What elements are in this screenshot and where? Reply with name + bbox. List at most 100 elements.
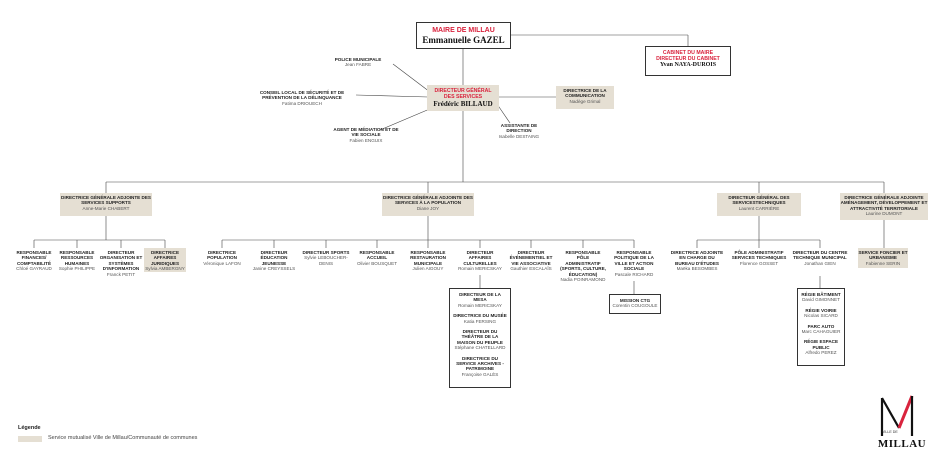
pop-politique-ville: RESPONSABLE POLITIQUE DE LA VILLE ET ACT… [610, 250, 658, 277]
person-name: Anne-Marie CHABERT [82, 205, 130, 211]
logo-small-text: VILLE DE [882, 430, 898, 434]
maire-box: MAIRE DE MILLAU Emmanuelle GAZEL [416, 22, 511, 49]
person-name: Corentin COUGOULE [612, 303, 658, 309]
role-title: DIRECTRICE DU SERVICE ARCHIVES - PATRIMO… [456, 355, 504, 372]
dgs-title: DIRECTEUR GÉNÉRAL DES SERVICES [434, 88, 492, 100]
person-name: Véronique LAFON [203, 260, 241, 266]
person-name: Sylvia AMBERGNY [145, 266, 185, 272]
role-title: RÉGIE ESPACE PUBLIC [803, 339, 839, 350]
pop-pole-admin: RESPONSABLE PÔLE ADMINISTRATIF (SPORTS, … [559, 250, 607, 282]
maire-title: MAIRE DE MILLAU [432, 27, 495, 34]
dga-amenagement: DIRECTRICE GÉNÉRALE ADJOINTE AMÉNAGEMENT… [840, 193, 928, 220]
person-name: Alfredo PEREZ [805, 350, 837, 356]
dgs-name: Frédéric BILLAUD [433, 100, 493, 108]
person-name: Stéphane CHATELLARD [454, 345, 506, 351]
maire-name: Emmanuelle GAZEL [422, 35, 505, 45]
person-name: Romain MERICSKAY [458, 266, 502, 272]
role-title: DIRECTRICE GÉNÉRALE ADJOINTE DES SERVICE… [383, 195, 473, 206]
directrice-communication: DIRECTRICE DE LA COMMUNICATION Nadège Gr… [556, 86, 614, 109]
person-name: Gauthier ESCALAÏS [510, 266, 552, 272]
role-title: DIRECTEUR DU CENTRE TECHNIQUE MUNICIPAL [792, 250, 848, 261]
person-name: Françoise GALÈS [461, 371, 499, 377]
person-name: Olivier BOUSQUET [356, 260, 398, 266]
role-title: MISSION CTG [619, 298, 651, 303]
sub-theatre: DIRECTEUR DU THÉÂTRE DE LA MAISON DU PEU… [452, 329, 508, 351]
person-name: Isabelle DESTAING [498, 133, 540, 139]
role-title: RESPONSABLE ACCUEIL [359, 250, 395, 261]
role-title: SERVICE FONCIER ET URBANISME [858, 250, 908, 261]
role-title: RESPONSABLE RESTAURATION MUNICIPALE [410, 250, 446, 266]
logo-text: MILLAU [877, 438, 927, 450]
dgs-box: DIRECTEUR GÉNÉRAL DES SERVICES Frédéric … [427, 85, 499, 111]
person-name: Maëka BESOMBES [676, 266, 718, 272]
millau-logo-icon [880, 395, 914, 436]
person-name: Fatima DRIOUECH [282, 100, 322, 106]
legend-text: Service mutualisé Ville de Millau/Commun… [48, 435, 198, 441]
person-name: Nadège Grimal [569, 98, 601, 104]
person-name: Jonathan GIEN [804, 260, 836, 266]
role-title: DIRECTRICE ADJOINTE EN CHARGE DU BUREAU … [670, 250, 724, 266]
tech-bureau-etudes: DIRECTRICE ADJOINTE EN CHARGE DU BUREAU … [669, 250, 725, 272]
role-title: AGENT DE MÉDIATION ET DE VIE SOCIALE [333, 127, 399, 138]
cabinet-name: Yvan NAYA-DUROIS [659, 62, 717, 68]
role-title: RÉGIE VOIRIE [805, 307, 837, 313]
person-name: Laurent CARRIÈRE [738, 205, 780, 211]
role-title: DIRECTEUR ÉDUCATION JEUNESSE [260, 250, 288, 266]
person-name: Katia FERSING [463, 318, 497, 324]
dga-supports: DIRECTRICE GÉNÉRALE ADJOINTE DES SERVICE… [60, 193, 152, 216]
role-title: RESPONSABLE POLITIQUE DE LA VILLE ET ACT… [614, 250, 654, 272]
role-title: CONSEIL LOCAL DE SÉCURITÉ ET DE PRÉVENTI… [259, 90, 345, 101]
role-title: RESPONSABLE RESSOURCES HUMAINES [59, 250, 95, 266]
conseil-local-securite: CONSEIL LOCAL DE SÉCURITÉ ET DE PRÉVENTI… [248, 90, 356, 106]
role-title: DIRECTEUR SPORTS [302, 250, 350, 255]
assistante-direction: ASSISTANTE DE DIRECTION Isabelle DESTAIN… [490, 123, 548, 139]
role-title: DIRECTEUR ORGANISATION ET SYSTÈMES D'INF… [99, 250, 143, 272]
role-title: DIRECTRICE GÉNÉRALE ADJOINTE AMÉNAGEMENT… [840, 195, 928, 211]
role-title: RESPONSABLE PÔLE ADMINISTRATIF (SPORTS, … [560, 250, 606, 277]
person-name: Nadia POINRAMOND [560, 277, 606, 283]
role-title: DIRECTEUR AFFAIRES CULTURELLES [463, 250, 497, 266]
person-name: Marc CAHAGUIER [801, 329, 841, 335]
police-municipale: POLICE MUNICIPALE Jean FABRE [320, 57, 396, 68]
person-name: Romain MERICSKAY [458, 302, 502, 308]
legend-title: Légende [18, 425, 41, 431]
person-name: David GIMONNET [802, 297, 840, 303]
person-name: Fabien ENGUIX [349, 137, 383, 143]
support-osi: DIRECTEUR ORGANISATION ET SYSTÈMES D'INF… [99, 250, 143, 277]
cabinet-title: CABINET DU MAIRE DIRECTEUR DU CABINET [656, 50, 720, 62]
agent-mediation: AGENT DE MÉDIATION ET DE VIE SOCIALE Fab… [330, 127, 402, 143]
role-title: PARC AUTO [807, 323, 835, 329]
role-title: DIRECTRICE GÉNÉRALE ADJOINTE DES SERVICE… [61, 195, 151, 206]
role-title: DIRECTEUR ÉVÉNEMENTIEL ET VIE ASSOCIATIV… [509, 250, 553, 266]
person-name: Diane JOY [416, 205, 440, 211]
person-name: Chloé GAYRAUD [16, 266, 52, 272]
dg-services-techniques: DIRECTEUR GÉNÉRAL DES SERVICESTECHNIQUES… [717, 193, 801, 216]
pop-evenementiel: DIRECTEUR ÉVÉNEMENTIEL ET VIE ASSOCIATIV… [507, 250, 555, 272]
person-name: Nicolas SICARD [804, 313, 838, 319]
role-title: DIRECTRICE DU MUSÉE [453, 313, 507, 319]
role-title: DIRECTRICE POPULATION [207, 250, 237, 261]
dga-population: DIRECTRICE GÉNÉRALE ADJOINTE DES SERVICE… [382, 193, 474, 216]
person-name: Jean FABRE [344, 62, 372, 68]
sub-archives: DIRECTRICE DU SERVICE ARCHIVES - PATRIMO… [452, 356, 508, 378]
role-title: DIRECTEUR DU THÉÂTRE DE LA MAISON DU PEU… [457, 329, 503, 345]
